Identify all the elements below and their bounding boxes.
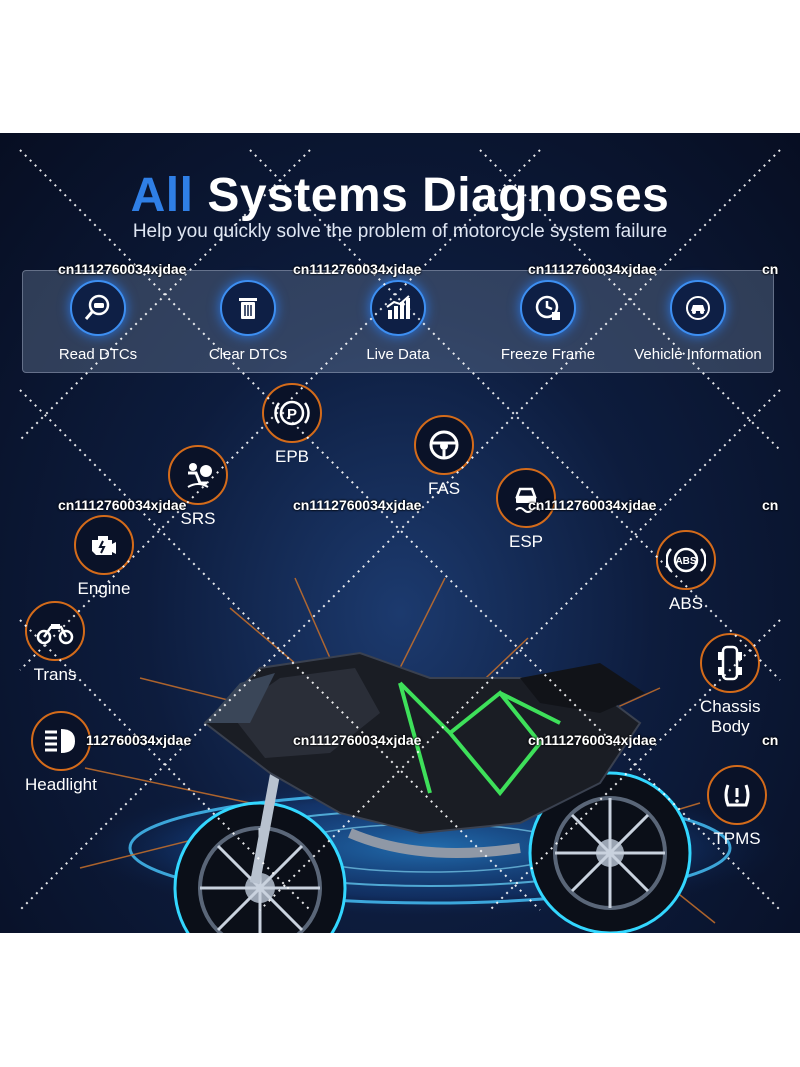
system-label-line2: Body (710, 717, 750, 736)
system-headlight: Headlight (25, 711, 97, 795)
feature-freeze-frame: Freeze Frame (478, 280, 618, 363)
system-fas: FAS (414, 415, 474, 499)
headlight-icon (30, 711, 91, 771)
feature-label: Read DTCs (58, 346, 138, 363)
motorcycle-illustration (70, 577, 790, 933)
title-rest: Systems Diagnoses (207, 169, 670, 222)
system-chassis-body: Chassis Body (700, 633, 760, 737)
bar-chart-icon (370, 280, 426, 336)
feature-label: Vehicle Information (634, 346, 762, 363)
feature-read-dtcs: Read DTCs (28, 280, 168, 363)
product-poster: All Systems Diagnoses Help you quickly s… (0, 133, 800, 933)
feature-label: Freeze Frame (500, 346, 596, 363)
system-label: ABS (668, 594, 704, 613)
clock-icon (520, 280, 576, 336)
system-epb: P EPB (262, 383, 322, 467)
system-engine: Engine (74, 515, 134, 599)
tire-pressure-icon (707, 765, 767, 825)
feature-bar: Read DTCs Clear DTCs Live Data Freeze Fr… (22, 270, 774, 373)
trash-icon (220, 280, 276, 336)
system-label-line1: Chassis (700, 697, 761, 716)
parking-brake-icon: P (262, 383, 322, 443)
system-label: EPB (274, 447, 310, 466)
svg-text:ABS: ABS (675, 556, 696, 567)
chassis-icon (700, 633, 761, 693)
motorcycle-stage: P EPB FAS SRS ESP Engine (0, 383, 800, 933)
system-srs: SRS (168, 445, 228, 529)
system-tpms: TPMS (707, 765, 767, 849)
feature-vehicle-information: Vehicle Information (628, 280, 768, 363)
feature-live-data: Live Data (328, 280, 468, 363)
title-accent: All (130, 169, 194, 222)
system-label: FAS (427, 479, 461, 498)
system-trans: Trans (25, 601, 85, 685)
car-info-icon (670, 280, 726, 336)
system-label: Headlight (25, 775, 97, 794)
system-esp: ESP (496, 468, 556, 552)
poster-subtitle: Help you quickly solve the problem of mo… (132, 221, 668, 242)
system-abs: ABS ABS (656, 530, 716, 614)
feature-label: Live Data (366, 346, 430, 363)
steering-wheel-icon (414, 415, 474, 475)
system-label: Trans (33, 665, 77, 684)
feature-clear-dtcs: Clear DTCs (178, 280, 318, 363)
engine-icon (74, 515, 134, 575)
stability-control-icon (496, 468, 556, 528)
motorcycle-icon (25, 601, 85, 661)
system-label: TPMS (713, 829, 761, 848)
airbag-icon (168, 445, 228, 505)
system-label: SRS (180, 509, 216, 528)
svg-text:P: P (287, 406, 297, 423)
feature-label: Clear DTCs (208, 346, 288, 363)
magnifier-car-icon (70, 280, 126, 336)
system-label: Engine (77, 579, 131, 598)
system-label: ESP (508, 532, 544, 551)
poster-title: All Systems Diagnoses (0, 168, 800, 223)
abs-icon: ABS (656, 530, 716, 590)
